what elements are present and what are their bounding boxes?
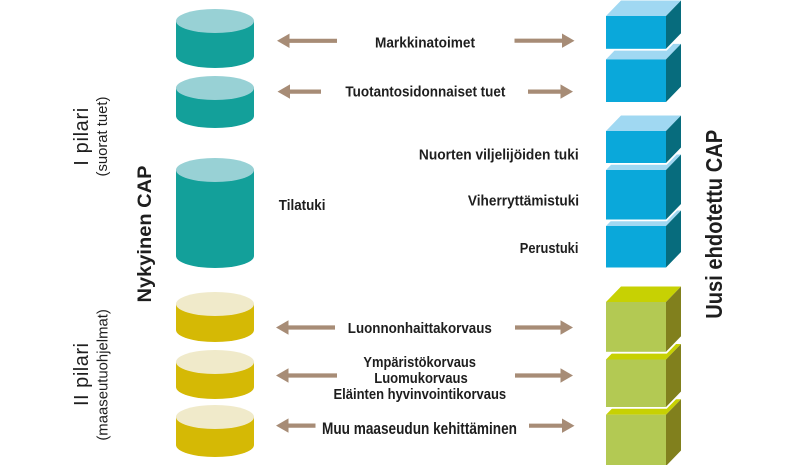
svg-text:II pilari: II pilari [71,343,93,406]
svg-text:Uusi ehdotettu CAP: Uusi ehdotettu CAP [701,130,727,319]
svg-text:Luonnonhaittakorvaus: Luonnonhaittakorvaus [348,320,492,337]
svg-text:Perustuki: Perustuki [520,240,579,257]
svg-text:Nykyinen CAP: Nykyinen CAP [135,165,156,302]
svg-text:Tuotantosidonnaiset tuet: Tuotantosidonnaiset tuet [345,84,505,101]
svg-text:Luomukorvaus: Luomukorvaus [374,370,468,387]
svg-text:Eläinten hyvinvointikorvaus: Eläinten hyvinvointikorvaus [333,386,506,403]
svg-text:Tilatuki: Tilatuki [279,197,326,214]
svg-text:Ympäristökorvaus: Ympäristökorvaus [363,354,476,371]
svg-text:(maaseutuohjelmat): (maaseutuohjelmat) [94,309,111,441]
svg-text:Muu maaseudun kehittäminen: Muu maaseudun kehittäminen [322,420,517,438]
svg-text:(suorat tuet): (suorat tuet) [94,97,111,177]
svg-text:Viherryttämistuki: Viherryttämistuki [468,193,579,210]
svg-text:Nuorten viljelijöiden tuki: Nuorten viljelijöiden tuki [419,147,579,164]
svg-text:I pilari: I pilari [71,108,93,166]
svg-text:Markkinatoimet: Markkinatoimet [375,34,475,51]
